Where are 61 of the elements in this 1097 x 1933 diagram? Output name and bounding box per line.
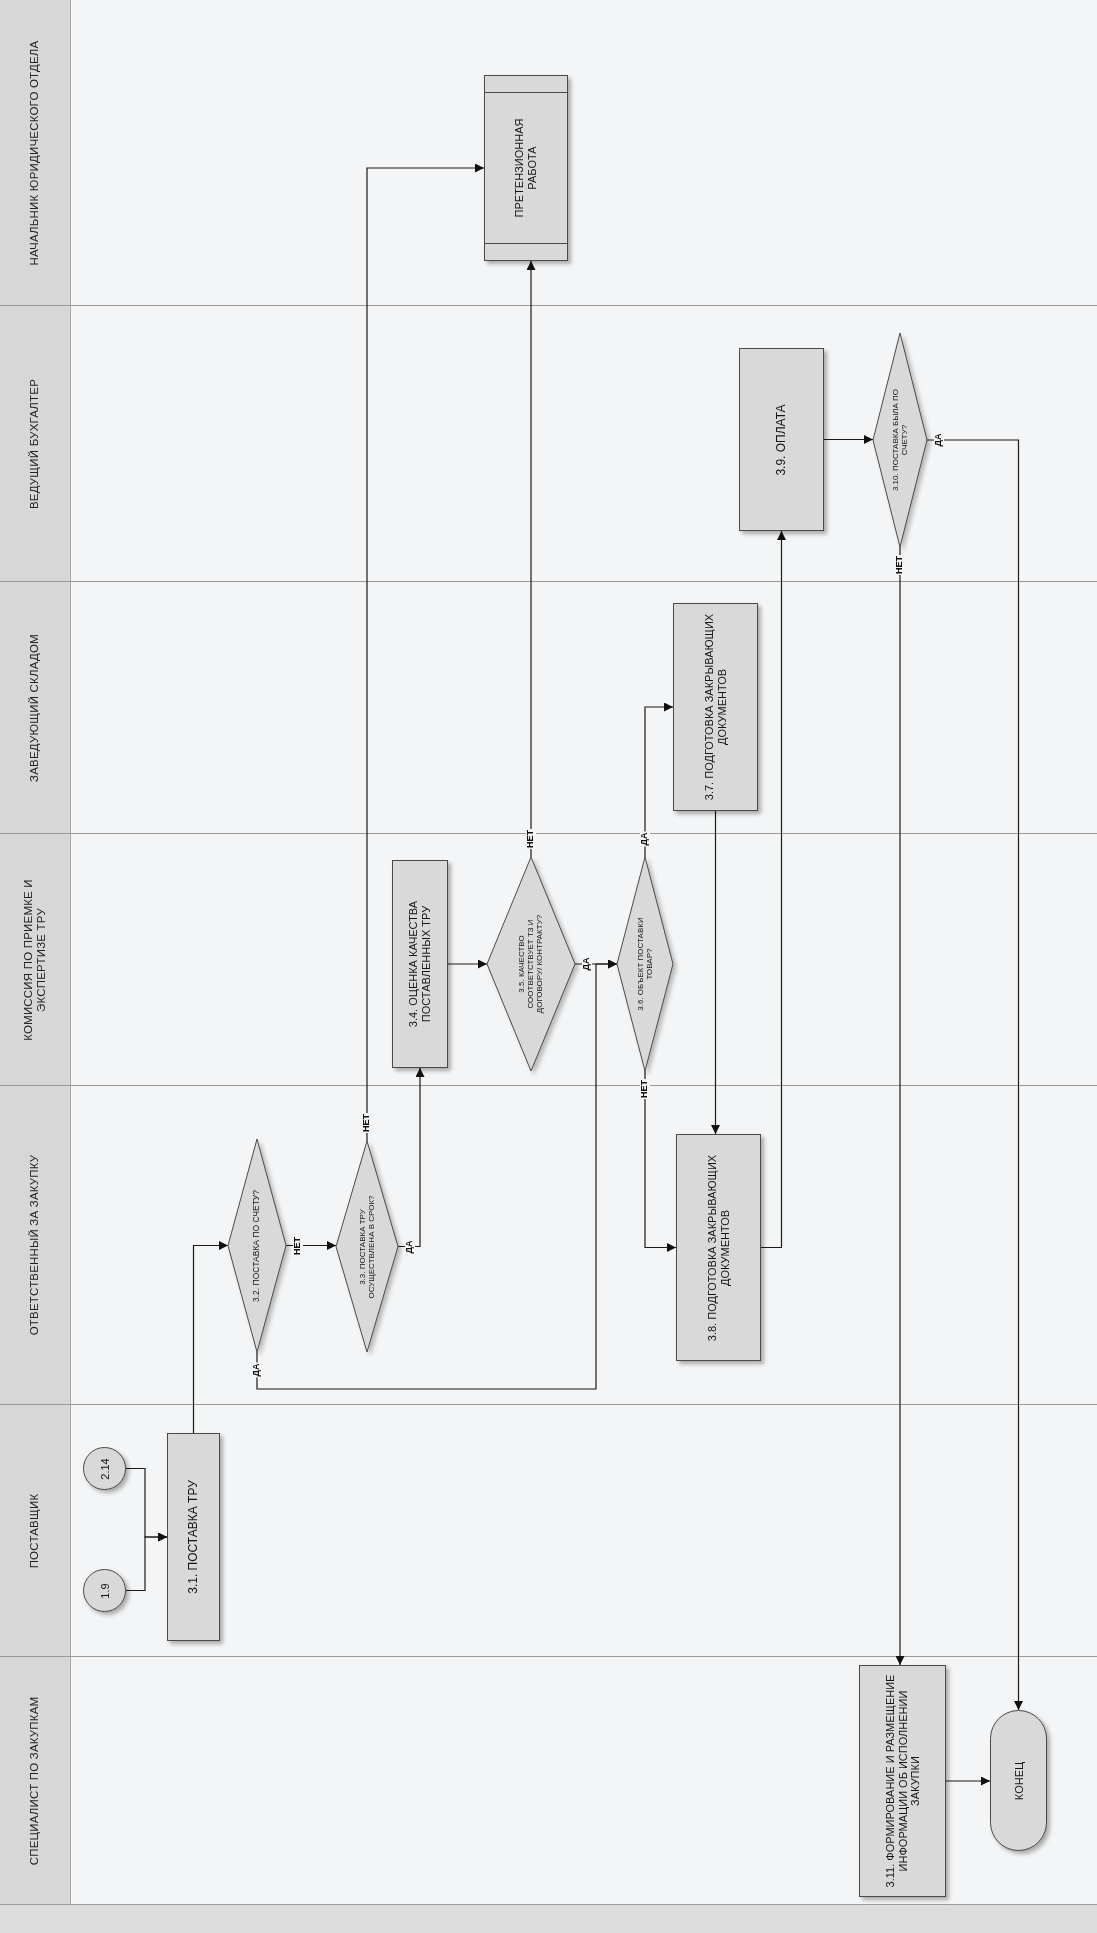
edge-label: НЕТ: [293, 1235, 303, 1256]
step-text: КОНЕЦ: [1012, 1760, 1025, 1802]
subprocess-box: [484, 75, 568, 261]
step-text: 3.7. ПОДГОТОВКА ЗАКРЫВАЮЩИХ ДОКУМЕНТОВ: [702, 612, 729, 802]
connector-circle: [83, 1447, 126, 1490]
flow-arrow: [366, 163, 485, 1142]
process-box: [392, 860, 448, 1068]
lane-title: НАЧАЛЬНИК ЮРИДИЧЕСКОГО ОТДЕЛА: [28, 39, 42, 267]
flow-arrow: [823, 435, 874, 444]
lane-title: КОМИССИЯ ПО ПРИЕМКЕ И ЭКСПЕРТИЗЕ ТРУ: [21, 877, 48, 1043]
decision-text: 3.10. ПОСТАВКА БЫЛА ПО СЧЕТУ?: [890, 388, 910, 492]
process-box: [739, 348, 824, 531]
flow-arrow: [447, 959, 488, 969]
decision-text: 3.3. ПОСТАВКА ТРУ ОСУЩЕСТВЛЕНА В СРОК?: [357, 1194, 377, 1299]
flow-arrow: [926, 439, 1023, 1711]
connector-circle: [83, 1569, 126, 1612]
edge-label: ДА: [582, 956, 592, 972]
lane-title: СПЕЦИАЛИСТ ПО ЗАКУПКАМ: [28, 1695, 42, 1867]
step-text: 3.9. ОПЛАТА: [774, 402, 789, 478]
step-text: 3.1. ПОСТАВКА ТРУ: [186, 1479, 201, 1596]
lane-title: ОТВЕТСТВЕННЫЙ ЗА ЗАКУПКУ: [28, 1153, 42, 1338]
lane-title: ЗАВЕДУЮЩИЙ СКЛАДОМ: [28, 632, 42, 784]
process-box: [859, 1665, 946, 1897]
decision-text: 3.5. КАЧЕСТВО СООТВЕТСТВУЕТ ТЗ И ДОГОВОРУ/ КОНТРАКТУ?: [517, 913, 545, 1016]
lane-title: ВЕДУЩИЙ БУХГАЛТЕР: [28, 377, 42, 511]
edge-label: НЕТ: [895, 555, 905, 575]
decision-text: 3.2. ПОСТАВКА ПО СЧЕТУ?: [252, 1188, 262, 1304]
step-text: 3.4. ОЦЕНКА КАЧЕСТВА ПОСТАВЛЕННЫХ ТРУ: [407, 899, 433, 1030]
edge-label: НЕТ: [362, 1113, 372, 1133]
flow-arrow: [945, 1776, 991, 1786]
swimlane: [0, 0, 1097, 306]
swimlane: [0, 1657, 1097, 1905]
step-text: 1.9: [98, 1581, 111, 1601]
edge-label: ДА: [934, 432, 944, 448]
flow-arrow: [760, 530, 786, 1249]
swimlane: [0, 1405, 1097, 1657]
flow-arrow: [711, 810, 720, 1135]
process-box: [167, 1433, 220, 1641]
flow-arrow: [125, 1532, 168, 1592]
step-text: 2.14: [98, 1456, 111, 1481]
step-text: ПРЕТЕНЗИОННАЯ РАБОТА: [513, 117, 539, 220]
process-box: [673, 603, 758, 811]
process-box: [676, 1134, 761, 1361]
lane-title: ПОСТАВЩИК: [28, 1492, 42, 1570]
terminator-shape: [990, 1710, 1047, 1851]
flow-arrow: [526, 260, 536, 858]
swimlane: [0, 306, 1097, 582]
flow-arrow: [895, 546, 905, 1666]
edge-label: ДА: [252, 1362, 262, 1378]
edge-label: НЕТ: [640, 1079, 650, 1099]
flow-arrow: [644, 702, 674, 858]
decision-text: 3.6. ОБЪЕКТ ПОСТАВКИ ТОВАР?: [635, 916, 655, 1013]
flow-arrow: [644, 1070, 677, 1252]
edge-label: ДА: [405, 1239, 415, 1254]
edge-label: ДА: [640, 831, 650, 847]
edge-label: НЕТ: [526, 829, 536, 849]
step-text: 3.8. ПОДГОТОВКА ЗАКРЫВАЮЩИХ ДОКУМЕНТОВ: [705, 1153, 732, 1343]
flow-arrow: [285, 1241, 337, 1250]
step-text: 3.11. ФОРМИРОВАНИЕ И РАЗМЕЩЕНИЕ ИНФОРМАЦИИ ОБ ИСПОЛНЕНИИ ЗАКУПКИ: [883, 1674, 922, 1888]
flow-arrow: [397, 1067, 425, 1248]
flow-arrow: [192, 1241, 229, 1434]
